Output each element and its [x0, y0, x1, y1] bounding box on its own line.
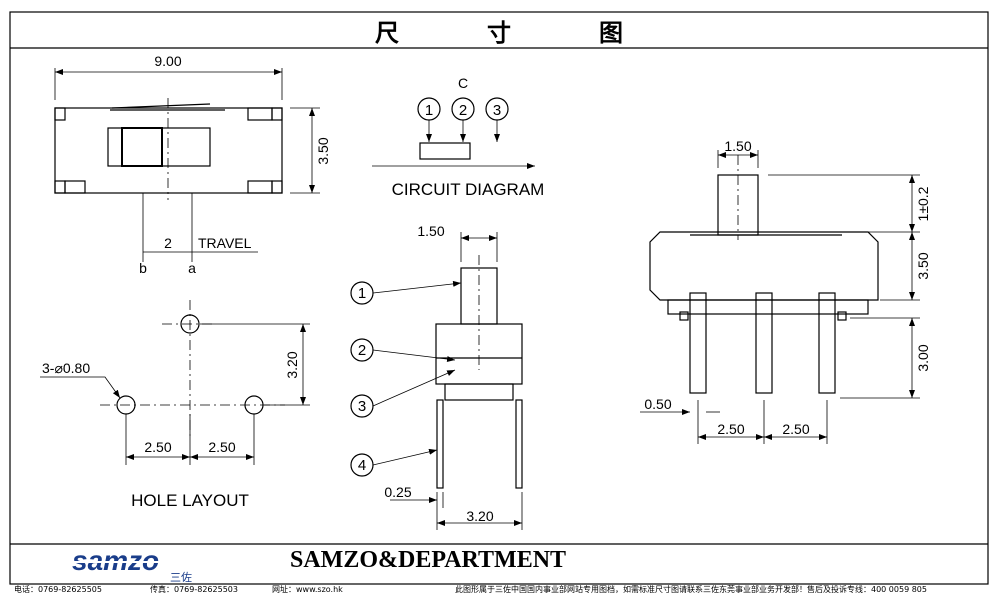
side-dim-pin: 0.25 — [384, 484, 411, 500]
samzo-logo: samzo 三佐 — [72, 546, 192, 582]
footer-notice: 此图形属于三佐中国国内事业部网站专用图档，如需标准尺寸图请联系三佐东莞事业部业务… — [455, 585, 927, 594]
circuit-pin-3: 3 — [493, 102, 501, 119]
position-a-label: a — [188, 260, 196, 276]
top-dim-height: 3.50 — [315, 137, 331, 164]
travel-label: TRAVEL — [198, 235, 252, 251]
callout-3: 3 — [358, 398, 366, 415]
hole-dim-diameter: 3-⌀0.80 — [42, 360, 90, 376]
circuit-pin-1: 1 — [425, 102, 433, 119]
circuit-common-label: C — [458, 75, 468, 91]
brand-name: SAMZO&DEPARTMENT — [290, 547, 567, 573]
top-view — [54, 68, 320, 262]
side-view — [350, 232, 523, 530]
side-dim-bottom: 3.20 — [466, 508, 493, 524]
callout-1: 1 — [358, 285, 366, 302]
circuit-pin-2: 2 — [459, 102, 467, 119]
callout-4: 4 — [358, 457, 366, 474]
front-view — [640, 150, 920, 444]
logo-sub-text: 三佐 — [170, 570, 192, 582]
front-dim-top: 1.50 — [724, 138, 751, 154]
circuit-diagram — [372, 97, 535, 169]
page-title: 尺寸图 — [375, 17, 711, 47]
footer-phone: 电话：0769-82625505 — [14, 585, 102, 594]
circuit-caption: CIRCUIT DIAGRAM — [392, 180, 545, 199]
front-dim-actuator: 1±0.2 — [915, 186, 931, 221]
hole-dim-right: 2.50 — [208, 439, 235, 455]
side-dim-top: 1.50 — [417, 223, 444, 239]
position-b-label: b — [139, 260, 147, 276]
front-dim-pin-width: 0.50 — [644, 396, 671, 412]
hole-layout — [40, 300, 310, 465]
hole-dim-left: 2.50 — [144, 439, 171, 455]
footer-website[interactable]: 网址：www.szo.hk — [272, 585, 343, 594]
hole-dim-vertical: 3.20 — [284, 351, 300, 378]
front-dim-right: 2.50 — [782, 421, 809, 437]
front-dim-pins: 3.00 — [915, 344, 931, 371]
hole-layout-caption: HOLE LAYOUT — [131, 491, 249, 510]
front-dim-left: 2.50 — [717, 421, 744, 437]
callout-2: 2 — [358, 342, 366, 359]
footer-fax: 传真：0769-82625503 — [150, 585, 238, 594]
top-dim-width: 9.00 — [154, 53, 181, 69]
front-dim-body: 3.50 — [915, 252, 931, 279]
top-dim-travel: 2 — [164, 235, 172, 251]
